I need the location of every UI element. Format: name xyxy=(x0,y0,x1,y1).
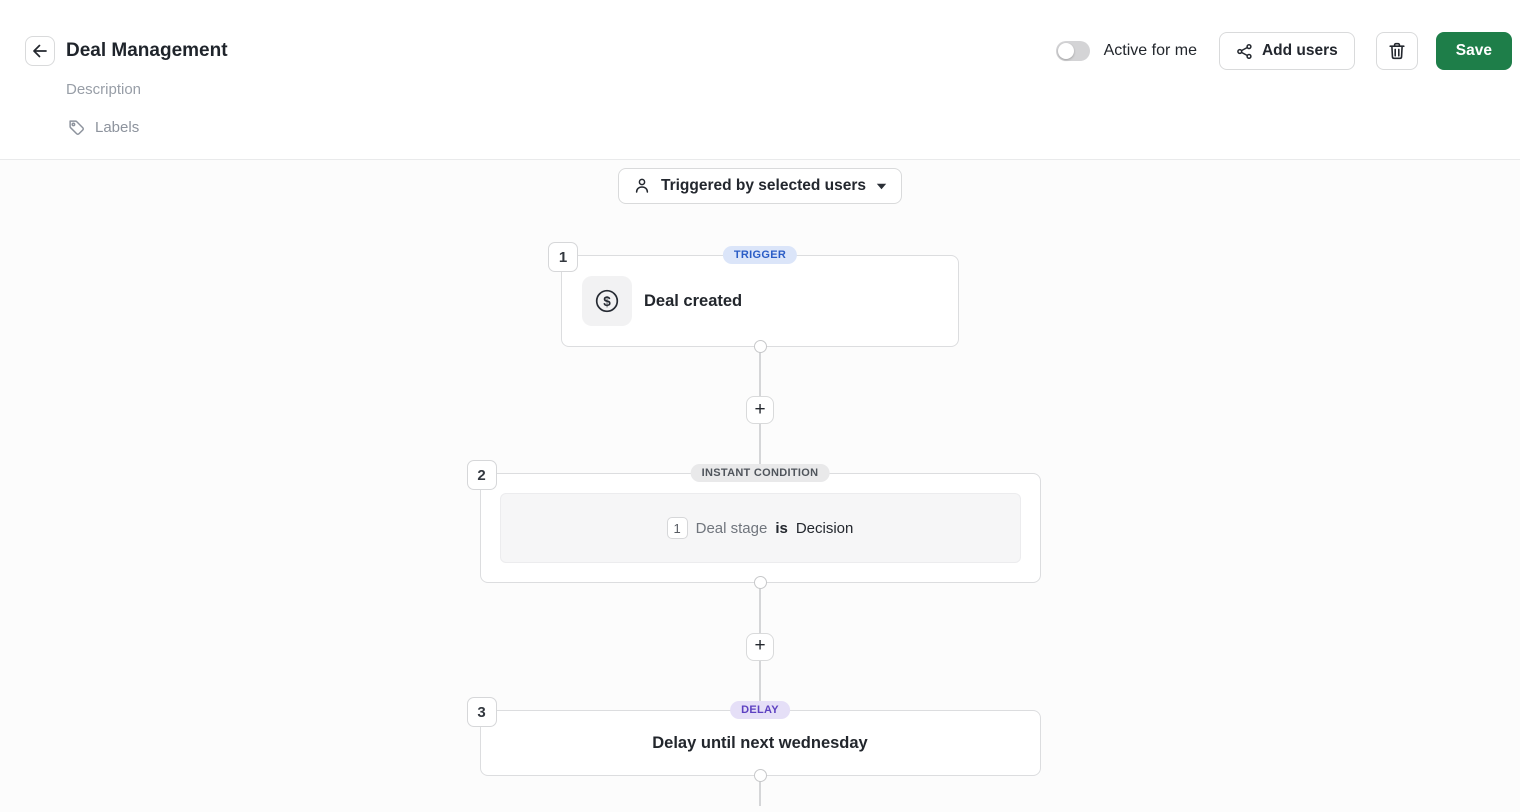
active-toggle-label: Active for me xyxy=(1103,42,1197,59)
step-type-badge: DELAY xyxy=(730,701,790,719)
step-number-badge: 3 xyxy=(466,697,497,727)
connector-line xyxy=(759,776,761,806)
connector-node xyxy=(753,576,767,589)
dollar-circle-icon: $ xyxy=(582,276,632,326)
condition-box[interactable]: 1 Deal stage is Decision xyxy=(499,493,1021,563)
workflow-step-trigger[interactable]: 1 TRIGGER $ Deal created xyxy=(548,242,959,353)
condition-field: Deal stage xyxy=(695,519,768,537)
chevron-down-icon xyxy=(876,183,887,190)
description-field[interactable]: Description xyxy=(66,81,142,98)
title-row: Deal Management xyxy=(25,36,1520,66)
page-header: Deal Management Description Labels Activ… xyxy=(0,0,1520,160)
connector: + xyxy=(746,583,774,710)
trash-icon xyxy=(1387,41,1407,61)
workflow-flow: 1 TRIGGER $ Deal created + 2 INSTANT CON… xyxy=(466,242,1041,806)
workflow-step-delay[interactable]: 3 DELAY Delay until next wednesday xyxy=(466,697,1041,782)
person-icon xyxy=(633,177,651,195)
add-users-button[interactable]: Add users xyxy=(1218,32,1355,70)
toggle-knob xyxy=(1057,43,1074,59)
connector-node xyxy=(753,340,767,353)
connector: + xyxy=(746,347,774,473)
workflow-step-condition[interactable]: 2 INSTANT CONDITION 1 Deal stage is Deci… xyxy=(466,460,1041,589)
trigger-selector-dropdown[interactable]: Triggered by selected users xyxy=(617,168,903,204)
workflow-canvas: Triggered by selected users 1 TRIGGER $ … xyxy=(0,160,1520,812)
header-left: Deal Management Description Labels xyxy=(0,0,1520,136)
active-toggle[interactable] xyxy=(1055,41,1090,61)
step-title: Deal created xyxy=(644,291,743,310)
save-button[interactable]: Save xyxy=(1435,32,1512,70)
tag-icon xyxy=(68,119,85,136)
condition-operator: is xyxy=(775,519,788,537)
add-step-button[interactable]: + xyxy=(746,396,774,424)
labels-button[interactable]: Labels xyxy=(68,119,1520,136)
share-icon xyxy=(1236,43,1253,60)
arrow-left-icon xyxy=(32,43,48,59)
trigger-selector-label: Triggered by selected users xyxy=(660,177,867,194)
back-button[interactable] xyxy=(25,36,55,66)
condition-index-badge: 1 xyxy=(666,517,688,539)
svg-text:$: $ xyxy=(603,294,611,309)
step-type-badge: INSTANT CONDITION xyxy=(690,464,830,482)
labels-label: Labels xyxy=(95,119,140,136)
add-users-label: Add users xyxy=(1261,42,1338,59)
step-number-badge: 2 xyxy=(466,460,497,490)
page-title: Deal Management xyxy=(66,40,228,61)
step-type-badge: TRIGGER xyxy=(722,246,798,264)
step-number-badge: 1 xyxy=(548,242,578,272)
add-step-button[interactable]: + xyxy=(746,632,774,661)
connector-node xyxy=(753,769,767,782)
step-title: Delay until next wednesday xyxy=(652,733,868,752)
delete-button[interactable] xyxy=(1375,32,1418,70)
condition-value: Decision xyxy=(795,519,854,537)
header-actions: Active for me Add users Save xyxy=(1055,32,1512,70)
